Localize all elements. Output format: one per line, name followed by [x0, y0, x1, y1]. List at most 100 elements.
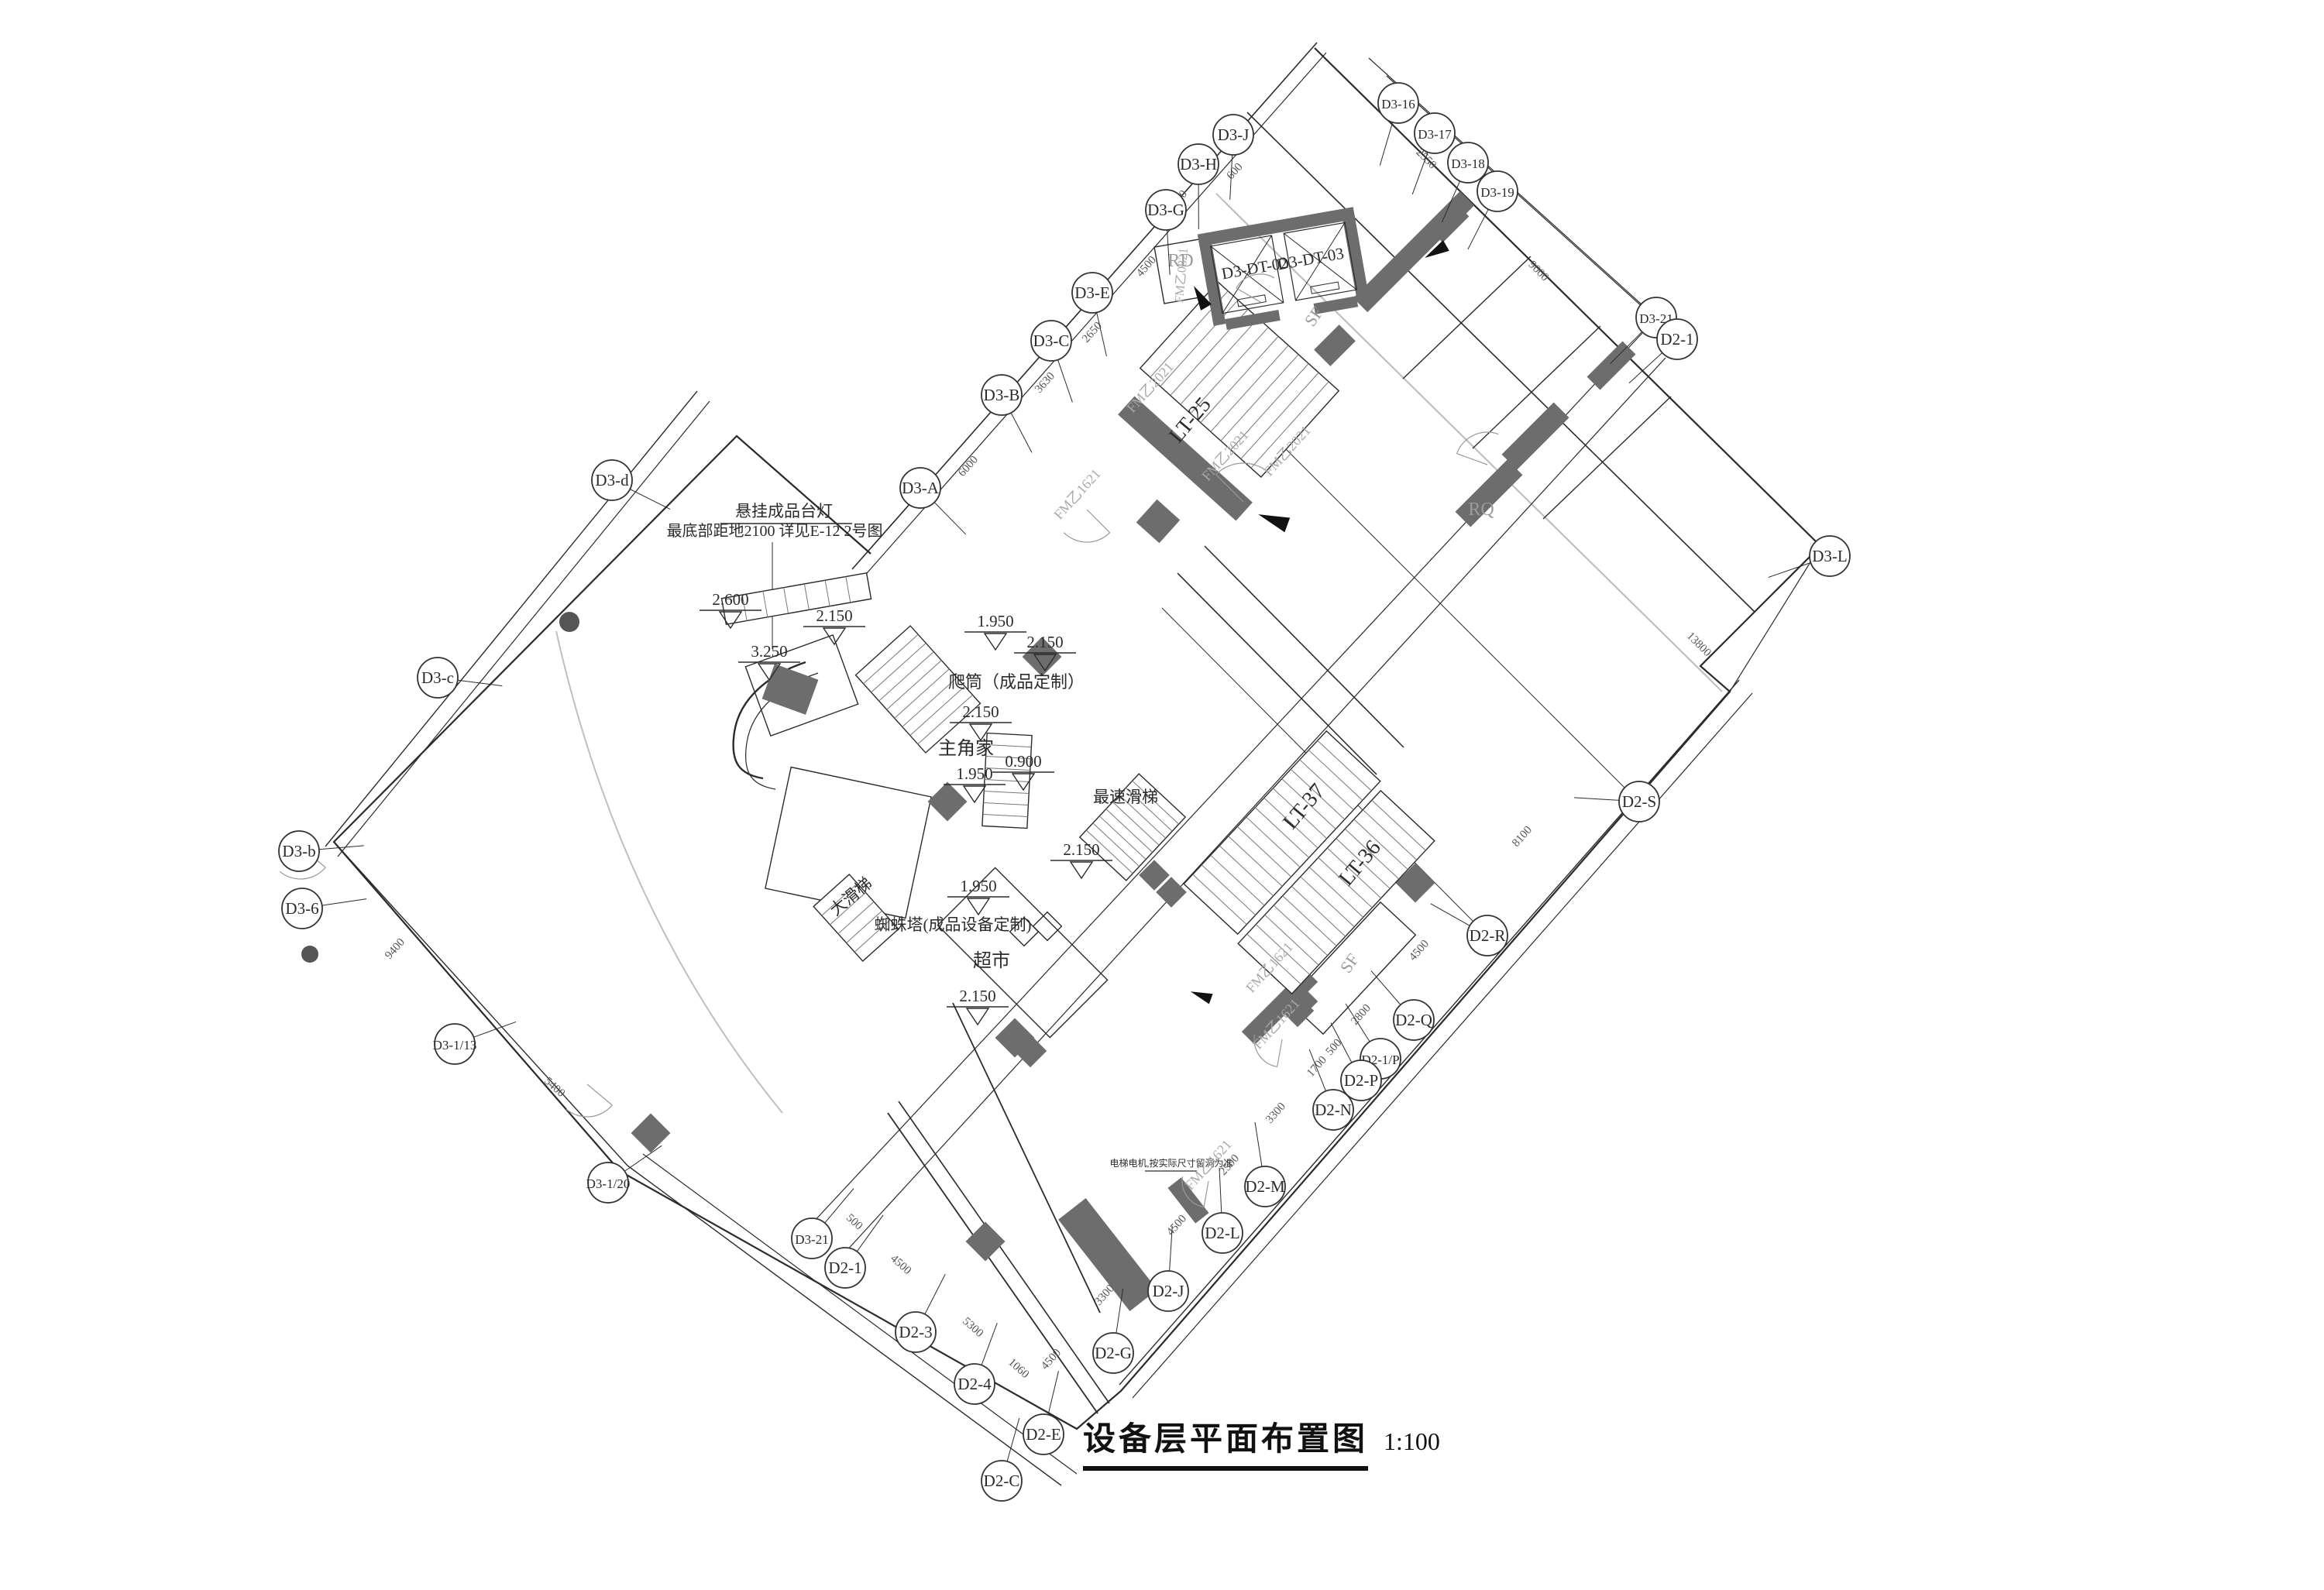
grid-bubble-label: D3-J — [1218, 125, 1250, 144]
door-leaf — [1277, 1039, 1283, 1067]
wall-segment — [1118, 396, 1253, 521]
grid-bubble-circle — [899, 467, 941, 509]
grid-bubble-circle — [1312, 1089, 1354, 1131]
grid-bubble-leader — [1768, 562, 1811, 579]
door-swing — [1063, 532, 1111, 543]
grid-bubble-label: D2-E — [1026, 1425, 1061, 1444]
grid-bubble-circle — [981, 374, 1023, 416]
grid-bubble-d3-1-13: D3-1/13 — [433, 1023, 476, 1065]
elevation-triangle — [962, 785, 987, 804]
column — [631, 1113, 671, 1153]
grid-bubble-leader — [473, 1021, 517, 1038]
grid-bubble-label: D3-B — [984, 386, 1020, 404]
wall-segment — [1353, 191, 1475, 313]
grid-bubble-label: D2-3 — [899, 1323, 932, 1341]
grid-bubble-d3-a: D3-A — [899, 467, 941, 509]
door-swing — [1236, 273, 1275, 289]
elevator-x — [1222, 235, 1272, 314]
stair-tread — [1299, 759, 1354, 811]
grid-bubble-d3-6: D3-6 — [281, 888, 323, 929]
elevation-marker: 1.950 — [964, 612, 1026, 651]
grid-bubble-leader — [318, 845, 364, 850]
stair-tread — [917, 694, 973, 745]
grid-line — [642, 1153, 1078, 1475]
grid-bubble-leader — [1010, 412, 1033, 453]
stair-tread — [1273, 905, 1329, 956]
stair-tread — [1230, 363, 1309, 451]
elevator-wall — [1198, 239, 1226, 326]
grid-line — [1254, 417, 1626, 789]
stair-tread — [1192, 874, 1247, 925]
drawing-scale: 1:100 — [1384, 1427, 1440, 1455]
stair — [1183, 730, 1381, 936]
grid-line — [1402, 256, 1532, 379]
grid-bubble-leader — [1441, 180, 1461, 223]
column — [1022, 637, 1062, 677]
room-label: 超市 — [973, 950, 1010, 971]
grid-bubble-leader — [1430, 903, 1470, 926]
grid-bubble-d2-m: D2-M — [1244, 1166, 1286, 1207]
grid-bubble-d2-p: D2-P — [1340, 1059, 1382, 1101]
direction-triangle — [1258, 514, 1291, 533]
grid-bubble-d3-c: D3-C — [1030, 320, 1072, 362]
door-swing — [1456, 431, 1499, 454]
stair-tread — [821, 883, 858, 916]
elevator-x — [1295, 222, 1346, 301]
stair-outline — [1078, 773, 1187, 881]
grid-bubble-label: D2-1 — [828, 1259, 861, 1277]
room-outline — [1032, 911, 1063, 942]
stair-tread — [986, 744, 1032, 748]
stair — [1237, 789, 1435, 995]
stair-tread — [985, 778, 1030, 783]
grid-bubble-d3-16: D3-16 — [1377, 82, 1419, 124]
elevation-marker: 1.950 — [947, 877, 1009, 916]
dimension-text: 13800 — [1684, 630, 1714, 659]
grid-bubble-leader — [1219, 1168, 1222, 1214]
stair-tread — [1190, 327, 1269, 414]
grid-bubble-label: D2-L — [1205, 1224, 1240, 1242]
stair-tread — [1228, 836, 1283, 887]
wall-segment — [761, 664, 819, 715]
grid-bubble-leader — [457, 679, 503, 687]
elevator-wall — [1225, 309, 1281, 330]
grid-bubble-d2-e: D2-E — [1023, 1413, 1064, 1455]
grid-line — [1204, 545, 1404, 748]
grid-line — [1729, 545, 1821, 692]
grid-bubble-circle — [954, 1363, 995, 1405]
stair-tread — [1250, 381, 1329, 469]
grid-bubble-leader — [1628, 352, 1663, 384]
grid-bubble-d2-4: D2-4 — [954, 1363, 995, 1405]
stair-tread — [909, 685, 965, 737]
door-leaf — [1456, 453, 1488, 465]
grid-bubble-leader — [1096, 312, 1107, 357]
grid-bubble-label: D2-4 — [957, 1375, 992, 1393]
grid-bubble-label: D2-N — [1315, 1101, 1352, 1119]
stair — [1139, 281, 1340, 478]
grid-bubble-circle — [1023, 1413, 1064, 1455]
annotation-text: 最底部距地2100 详见E-12 2号图 — [667, 522, 883, 540]
grid-bubble-label: D3-d — [595, 471, 629, 489]
grid-bubble-leader — [856, 1214, 884, 1252]
grid-bubble-leader — [924, 1273, 946, 1315]
grid-bubble-leader — [1169, 1226, 1173, 1272]
elevation-triangle — [1011, 773, 1036, 792]
door-leaf — [1236, 287, 1261, 303]
grid-bubble-d2-3: D2-3 — [895, 1311, 937, 1353]
grid-bubble-circle — [1340, 1059, 1382, 1101]
elevation-value: 0.900 — [1005, 752, 1041, 771]
stair-tread — [886, 660, 942, 710]
stair-tread — [824, 580, 830, 606]
grid-bubble-d3-18: D3-18 — [1447, 142, 1489, 184]
wall-segment — [1167, 1177, 1209, 1224]
grid-bubble-circle — [1809, 535, 1851, 577]
stair-tread — [1371, 799, 1426, 851]
grid-bubble-label: D3-18 — [1451, 156, 1484, 171]
stair-tread — [837, 901, 875, 935]
grid-bubble-d2-q: D2-Q — [1393, 999, 1435, 1041]
wall-segment — [1432, 206, 1470, 243]
grid-bubble-leader — [933, 502, 967, 535]
stair-tread — [803, 583, 810, 610]
grid-bubble-circle — [434, 1023, 476, 1065]
stair-tread — [871, 642, 927, 693]
counterweight — [1236, 294, 1267, 307]
